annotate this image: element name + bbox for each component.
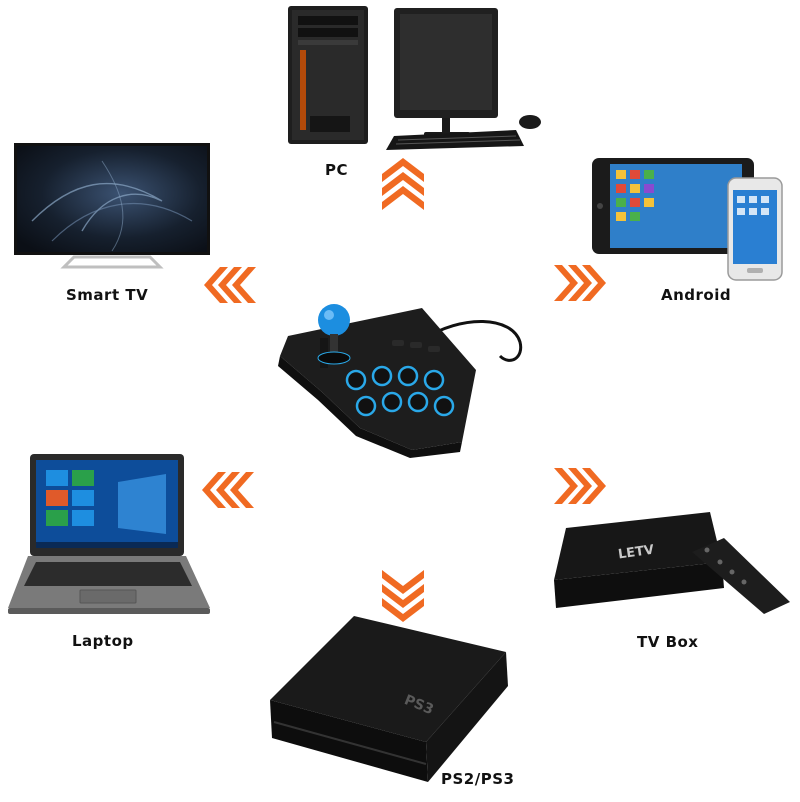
android-label: Android [661,286,732,304]
ps-label: PS2/PS3 [441,770,515,788]
arrow-icon [554,468,606,504]
arrow-icon [204,267,256,303]
pc-image [288,6,541,150]
smart-tv-image [14,143,210,269]
smart-tv-label: Smart TV [66,286,149,304]
laptop-image [8,454,210,614]
android-image [592,158,783,281]
arrow-icon [382,570,424,622]
ps-console-image: PS3 [270,616,508,782]
pc-label: PC [325,161,349,179]
arrow-icon [202,472,254,508]
arrow-icon [382,158,424,210]
arrow-icon [554,265,606,301]
arcade-joystick-controller-image [278,304,523,458]
tv-box-label: TV Box [637,633,699,651]
tv-box-image: LETV [554,512,790,614]
laptop-label: Laptop [72,632,134,650]
tv-box-brand: LETV [617,543,655,563]
